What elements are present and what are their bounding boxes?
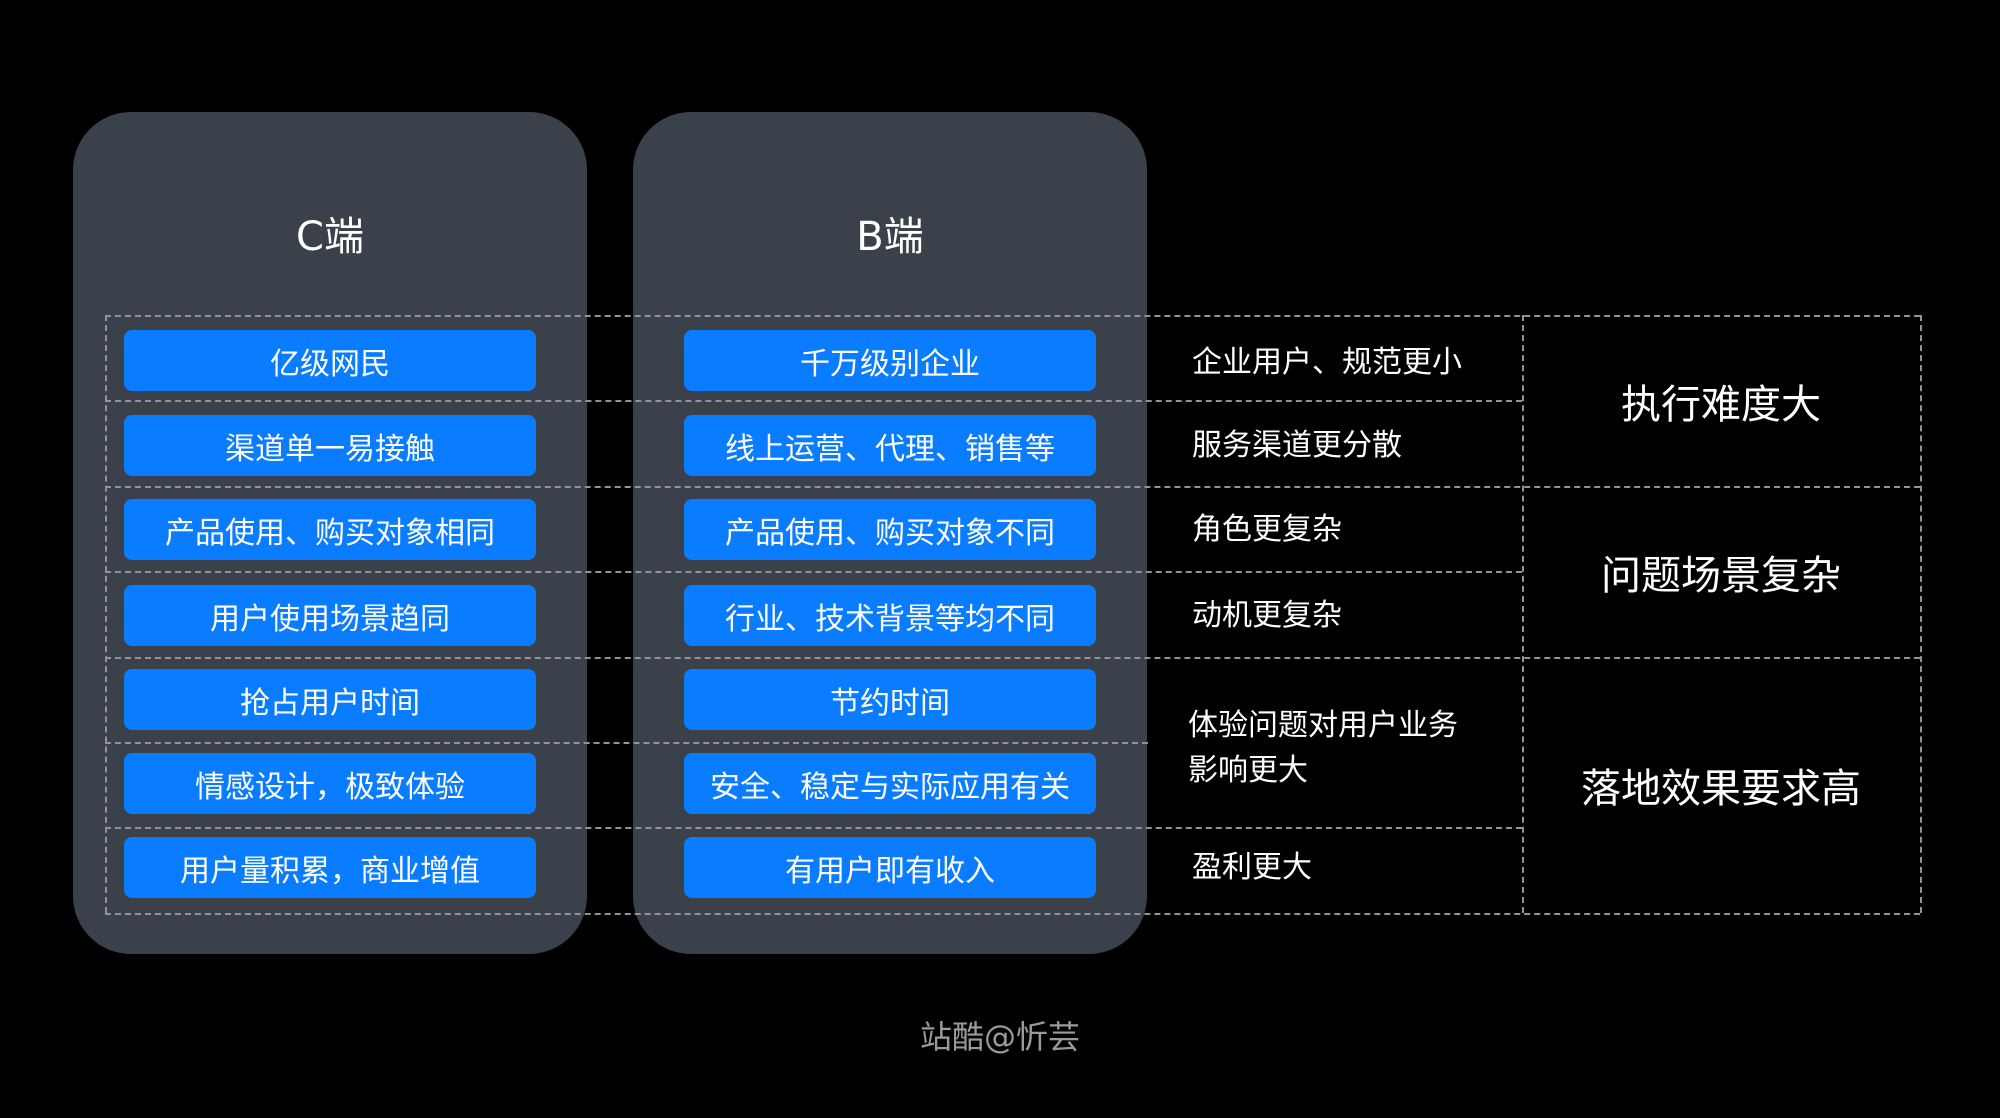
c-item: 情感设计，极致体验: [124, 753, 536, 814]
b-item: 产品使用、购买对象不同: [684, 499, 1096, 560]
note-text: 动机更复杂: [1192, 598, 1342, 633]
grid-line: [1920, 315, 1922, 913]
note-text: 服务渠道更分散: [1192, 428, 1402, 463]
grid-line: [105, 315, 107, 913]
grid-line: [105, 827, 1522, 829]
c-item: 用户使用场景趋同: [124, 585, 536, 646]
c-item: 抢占用户时间: [124, 669, 536, 730]
summary-execution: 执行难度大: [1621, 381, 1821, 428]
grid-line: [105, 913, 1920, 915]
summary-scenario: 问题场景复杂: [1601, 552, 1841, 599]
c-item: 亿级网民: [124, 330, 536, 391]
c-item: 渠道单一易接触: [124, 415, 536, 476]
c-end-title: C端: [296, 214, 364, 260]
note-text: 角色更复杂: [1192, 512, 1342, 547]
note-text: 企业用户、规范更小: [1192, 345, 1462, 380]
b-item: 有用户即有收入: [684, 837, 1096, 898]
note-text: 影响更大: [1188, 753, 1308, 788]
grid-line: [105, 657, 1920, 659]
grid-line: [1522, 315, 1524, 913]
grid-line: [105, 400, 1522, 402]
b-item: 行业、技术背景等均不同: [684, 585, 1096, 646]
watermark: 站酷@忻芸: [919, 1018, 1080, 1056]
b-end-title: B端: [856, 214, 924, 260]
b-item: 安全、稳定与实际应用有关: [684, 753, 1096, 814]
b-item: 节约时间: [684, 669, 1096, 730]
grid-line: [105, 315, 1920, 317]
note-text: 体验问题对用户业务: [1188, 708, 1458, 743]
c-item: 用户量积累，商业增值: [124, 837, 536, 898]
note-text: 盈利更大: [1192, 850, 1312, 885]
c-item: 产品使用、购买对象相同: [124, 499, 536, 560]
grid-line: [105, 571, 1522, 573]
b-item: 千万级别企业: [684, 330, 1096, 391]
grid-line: [105, 486, 1920, 488]
summary-delivery: 落地效果要求高: [1581, 766, 1861, 812]
b-item: 线上运营、代理、销售等: [684, 415, 1096, 476]
grid-line: [105, 742, 1148, 744]
